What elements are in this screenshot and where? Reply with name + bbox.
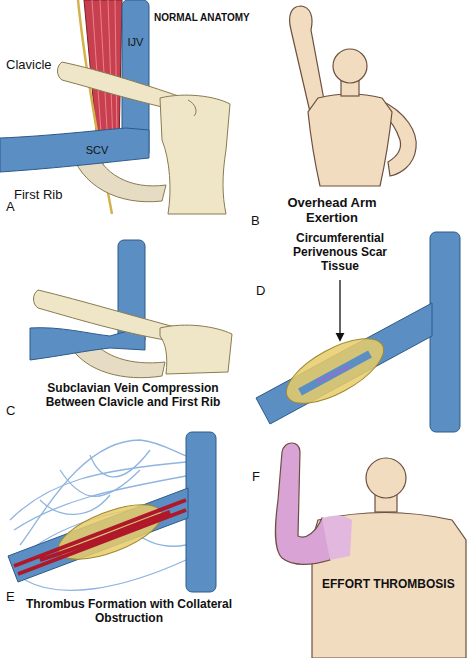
panel-caption: EFFORT THROMBOSIS — [322, 578, 455, 592]
panel-f-drawing — [275, 443, 466, 658]
perivenous-scar — [51, 494, 168, 571]
collateral-veins — [10, 440, 186, 590]
part-label: Clavicle — [6, 58, 52, 73]
panel-letter: C — [6, 404, 15, 419]
swollen-shoulder — [322, 515, 352, 560]
panel-letter: B — [251, 214, 260, 229]
subclavian-vein — [256, 303, 432, 424]
central-vein — [186, 432, 216, 592]
part-label: SCV — [80, 144, 114, 157]
panel-caption: Thrombus Formation with Collateral Obstr… — [20, 598, 238, 626]
panel-letter: E — [6, 590, 15, 605]
panel-b-drawing — [290, 6, 417, 186]
part-label: IJV — [122, 36, 149, 49]
swollen-arm — [275, 443, 336, 564]
panel-caption: Overhead Arm Exertion — [282, 196, 382, 226]
sternum — [160, 95, 230, 214]
part-label: First Rib — [14, 188, 62, 203]
perivenous-scar — [277, 326, 393, 416]
head — [366, 458, 406, 498]
central-vein — [430, 232, 460, 432]
subclavian-vein — [8, 488, 188, 582]
narrowed-lumen — [300, 354, 370, 392]
panel-letter: A — [6, 200, 15, 215]
panel-d-drawing — [256, 232, 460, 432]
panel-c-drawing — [30, 240, 232, 378]
sternum — [160, 325, 232, 374]
panel-caption: Subclavian Vein Compression Between Clav… — [26, 382, 240, 410]
subclavian-vein — [0, 128, 149, 172]
panel-letter: F — [252, 470, 260, 485]
sternoclavicular-joint — [188, 100, 196, 116]
torso — [312, 513, 466, 658]
raised-arm — [290, 6, 324, 112]
pointer-arrow — [339, 280, 340, 340]
callout-label: Circumferential Perivenous Scar Tissue — [290, 232, 390, 273]
panel-e-drawing — [8, 432, 216, 592]
head — [333, 49, 367, 83]
panel-a-drawing — [0, 0, 230, 214]
panel-heading: NORMAL ANATOMY — [154, 12, 250, 24]
torso — [308, 94, 392, 186]
panel-letter: D — [256, 284, 265, 299]
intimal-lesion — [318, 366, 350, 382]
thrombus — [14, 500, 186, 574]
